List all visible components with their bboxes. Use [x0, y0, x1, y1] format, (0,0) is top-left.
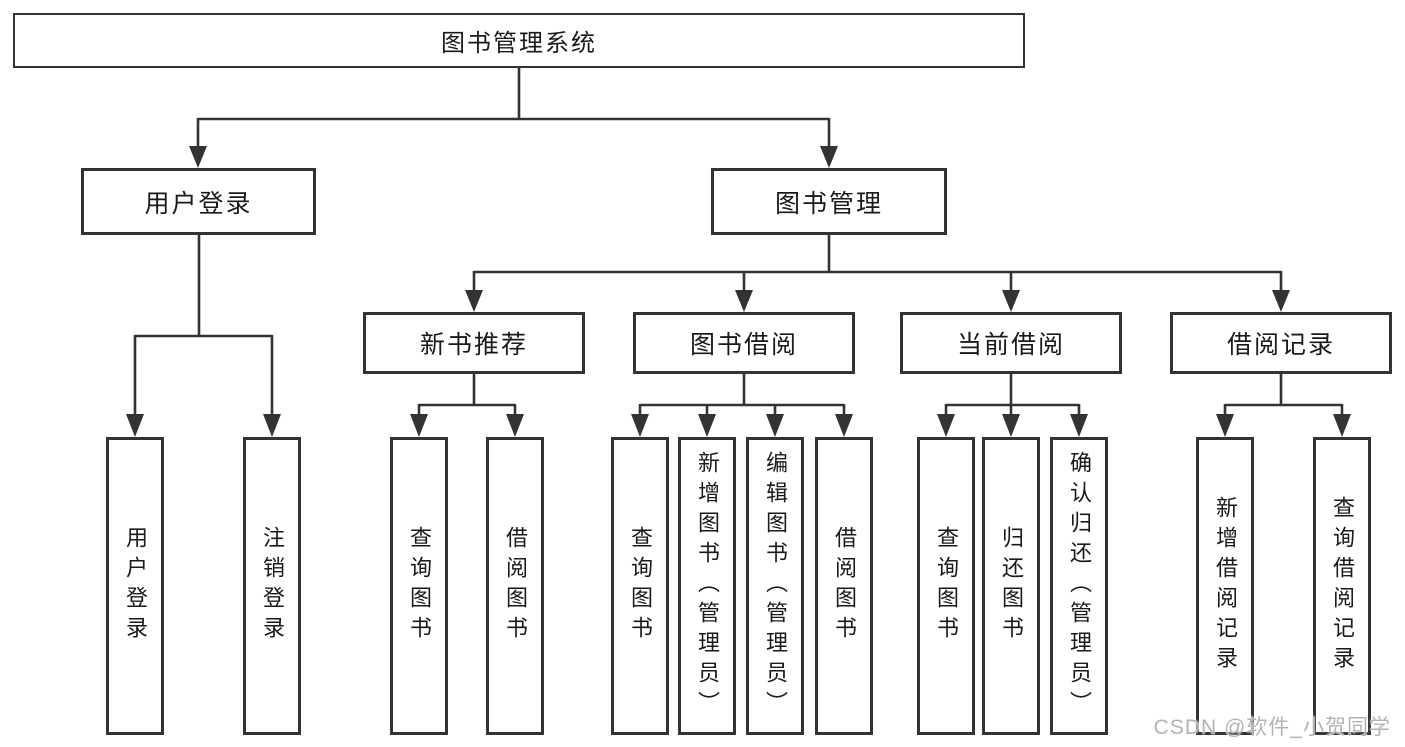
- node-label: 当前借阅: [956, 331, 1065, 359]
- csdn-watermark: CSDN @软件_小贺同学: [1153, 716, 1391, 739]
- arrow-down-icon: [410, 414, 428, 437]
- node-label: 新增图书（管理员）: [695, 451, 720, 721]
- arrow-down-icon: [1272, 290, 1290, 312]
- edge-book-borrow-children: [631, 373, 853, 437]
- edge-borrow-records-children: [1216, 373, 1351, 437]
- arrow-down-icon: [735, 290, 753, 312]
- arrow-down-icon: [1002, 290, 1020, 312]
- node-book-borrow: 图书借阅: [633, 312, 855, 374]
- node-label: 查询图书: [628, 526, 653, 646]
- arrow-down-icon: [1216, 414, 1234, 437]
- arrow-down-icon: [820, 146, 838, 168]
- arrow-down-icon: [698, 414, 716, 437]
- node-label: 查询图书: [407, 526, 432, 646]
- node-label: 图书管理系统: [441, 30, 597, 57]
- node-label: 查询借阅记录: [1330, 496, 1355, 676]
- arrow-down-icon: [1333, 414, 1351, 437]
- arrow-down-icon: [1070, 414, 1088, 437]
- node-label: 归还图书: [999, 526, 1024, 646]
- node-library-management-system: 图书管理系统: [13, 13, 1025, 68]
- leaf-query-books: 查询图书: [390, 437, 448, 735]
- node-label: 用户登录: [123, 526, 148, 646]
- arrow-down-icon: [766, 414, 784, 437]
- arrow-down-icon: [506, 414, 524, 437]
- leaf-add-borrow-record: 新增借阅记录: [1196, 437, 1254, 735]
- leaf-add-books-admin: 新增图书（管理员）: [678, 437, 736, 735]
- node-borrow-records: 借阅记录: [1170, 312, 1392, 374]
- leaf-query-books: 查询图书: [611, 437, 669, 735]
- arrow-down-icon: [263, 414, 281, 437]
- leaf-query-books: 查询图书: [917, 437, 975, 735]
- node-label: 借阅图书: [503, 526, 528, 646]
- node-label: 用户登录: [144, 189, 253, 218]
- edge-current-borrow-children: [937, 373, 1088, 437]
- edge-root-children: [189, 67, 838, 168]
- arrow-down-icon: [126, 414, 144, 437]
- arrow-down-icon: [465, 290, 483, 312]
- leaf-logout: 注销登录: [243, 437, 301, 735]
- leaf-edit-books-admin: 编辑图书（管理员）: [746, 437, 804, 735]
- node-label: 借阅记录: [1226, 331, 1335, 359]
- node-label: 新书推荐: [419, 331, 528, 359]
- arrow-down-icon: [189, 146, 207, 168]
- node-label: 编辑图书（管理员）: [763, 451, 788, 721]
- node-current-borrow: 当前借阅: [900, 312, 1122, 374]
- leaf-borrow-books: 借阅图书: [486, 437, 544, 735]
- leaf-query-borrow-record: 查询借阅记录: [1313, 437, 1371, 735]
- node-label: 确认归还（管理员）: [1067, 451, 1092, 721]
- arrow-down-icon: [835, 414, 853, 437]
- edge-book-management-children: [465, 234, 1290, 312]
- leaf-borrow-books: 借阅图书: [815, 437, 873, 735]
- node-new-book-recommend: 新书推荐: [363, 312, 585, 374]
- leaf-confirm-return-admin: 确认归还（管理员）: [1050, 437, 1108, 735]
- arrow-down-icon: [631, 414, 649, 437]
- node-book-management: 图书管理: [711, 168, 947, 235]
- leaf-return-books: 归还图书: [982, 437, 1040, 735]
- edge-user-login-children: [126, 234, 281, 437]
- edge-new-book-recommend-children: [410, 373, 524, 437]
- leaf-user-login: 用户登录: [106, 437, 164, 735]
- node-label: 借阅图书: [832, 526, 857, 646]
- node-label: 注销登录: [260, 526, 285, 646]
- arrow-down-icon: [937, 414, 955, 437]
- node-label: 图书借阅: [689, 331, 798, 359]
- node-label: 图书管理: [774, 189, 883, 218]
- node-user-login: 用户登录: [81, 168, 316, 235]
- node-label: 新增借阅记录: [1213, 496, 1238, 676]
- arrow-down-icon: [1002, 414, 1020, 437]
- node-label: 查询图书: [934, 526, 959, 646]
